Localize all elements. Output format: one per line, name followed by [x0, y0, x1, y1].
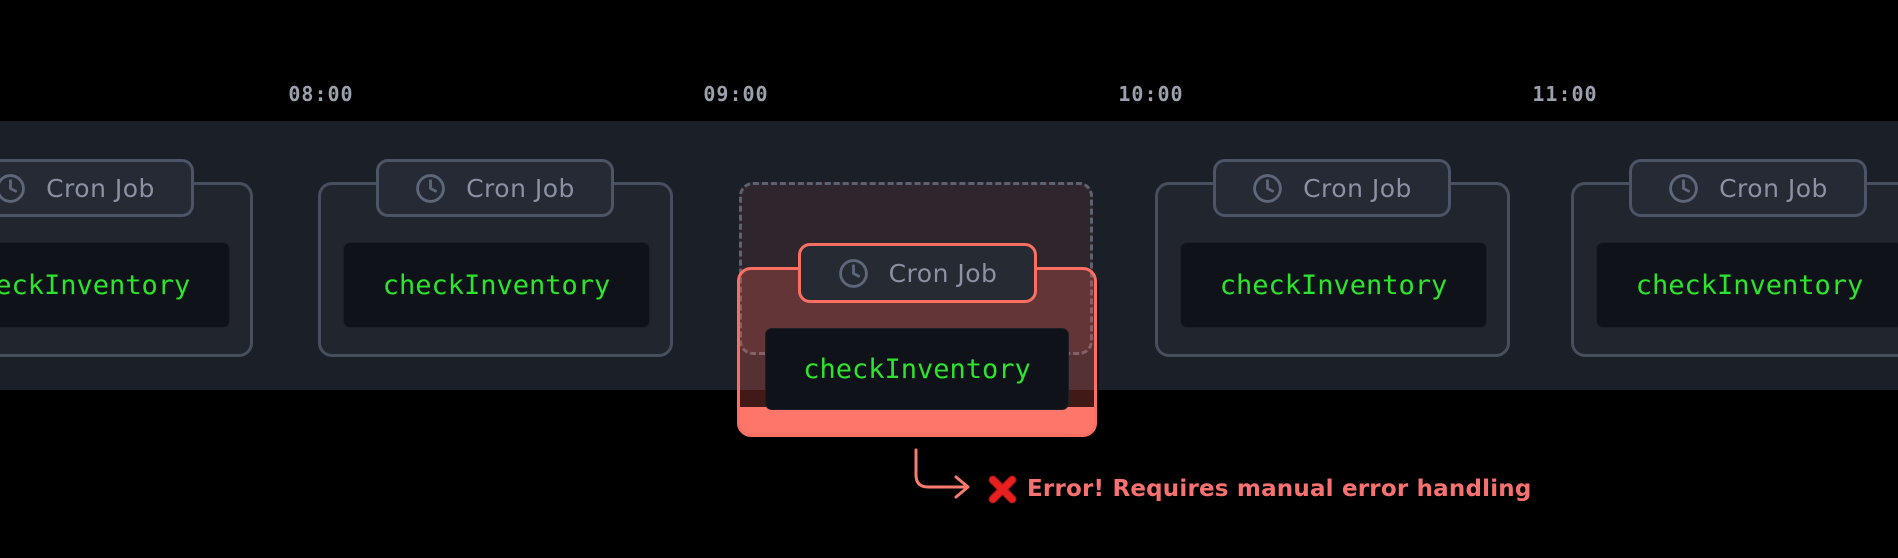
badge-label: Cron Job — [1303, 173, 1412, 203]
cron-job-badge: Cron Job — [1213, 159, 1451, 217]
cron-job-badge-error: Cron Job — [798, 243, 1037, 303]
badge-label: Cron Job — [1719, 173, 1828, 203]
time-label-0800: 08:00 — [288, 82, 354, 106]
clock-icon — [1253, 173, 1282, 203]
time-label-0900: 09:00 — [703, 82, 769, 106]
clock-icon — [0, 173, 25, 203]
job-codebox: checkInventory — [1180, 242, 1487, 328]
job-codebox: checkInventory — [765, 328, 1069, 410]
job-name: checkInventory — [1219, 269, 1448, 301]
clock-icon — [1669, 173, 1698, 203]
error-footer-bar — [740, 407, 1094, 434]
cross-mark-icon — [988, 475, 1017, 503]
clock-icon — [416, 173, 445, 203]
time-label-1000: 10:00 — [1118, 82, 1184, 106]
cron-job-badge: Cron Job — [376, 159, 614, 217]
time-label-1100: 11:00 — [1532, 82, 1598, 106]
badge-label: Cron Job — [46, 173, 155, 203]
elbow-arrow — [914, 448, 970, 499]
job-name: checkInventory — [803, 353, 1031, 385]
cron-job-card-1100: Cron Job checkInventory — [1571, 159, 1898, 357]
job-codebox: checkInventory — [0, 242, 230, 328]
cron-job-badge: Cron Job — [0, 159, 194, 217]
badge-label: Cron Job — [466, 173, 575, 203]
job-codebox: checkInventory — [343, 242, 650, 328]
cron-job-card-0900-error: Cron Job checkInventory — [737, 243, 1097, 437]
cron-job-badge: Cron Job — [1629, 159, 1867, 217]
cron-job-card-0700: Cron Job checkInventory — [0, 159, 253, 357]
error-annotation: Error! Requires manual error handling — [988, 472, 1532, 506]
badge-label: Cron Job — [888, 258, 998, 288]
job-codebox: checkInventory — [1596, 242, 1898, 328]
job-name: checkInventory — [382, 269, 611, 301]
cron-job-card-1000: Cron Job checkInventory — [1155, 159, 1510, 357]
error-message: Error! Requires manual error handling — [1027, 476, 1532, 502]
clock-icon — [838, 258, 868, 288]
job-name: checkInventory — [0, 269, 191, 301]
cron-job-card-0800: Cron Job checkInventory — [318, 159, 673, 357]
job-name: checkInventory — [1635, 269, 1864, 301]
